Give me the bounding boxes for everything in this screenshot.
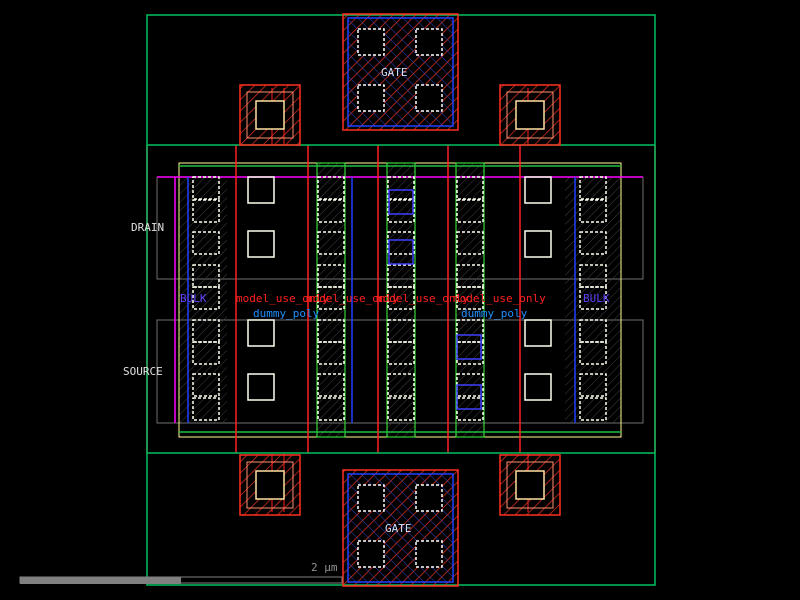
via [456,334,482,360]
contact [255,100,285,130]
contact [317,231,345,255]
contact [524,230,552,258]
model-use-only-label: model_use_only [453,292,546,305]
contact [387,341,415,365]
dummy-poly-label: dummy_poly [461,307,528,320]
poly-finger [316,162,346,438]
poly-finger [455,162,485,438]
contact [192,286,220,310]
gate-bottom-label: GATE [385,522,412,535]
contact [579,397,607,421]
contact [415,28,443,56]
contact [524,176,552,204]
terminal-pad-metal [506,461,554,509]
contact [255,470,285,500]
via [456,384,482,410]
contact [387,176,415,200]
contact [456,176,484,200]
model-use-only-label: model_use_only [306,292,399,305]
contact [192,199,220,223]
contact [387,397,415,421]
contact [524,319,552,347]
contact [357,540,385,568]
contact [579,373,607,397]
contact [456,231,484,255]
contact [415,484,443,512]
terminal-pad-metal [246,91,294,139]
contact [247,373,275,401]
contact [515,470,545,500]
contact [192,341,220,365]
model-use-only-label: model_use_only [236,292,329,305]
contact [192,373,220,397]
dummy-column [179,177,227,423]
contact [357,84,385,112]
contact [317,199,345,223]
contact [247,319,275,347]
contact [387,286,415,310]
contact [579,199,607,223]
contact [387,373,415,397]
contact [579,286,607,310]
contact [317,373,345,397]
contact [192,397,220,421]
contact [515,100,545,130]
contact [192,176,220,200]
contact [317,397,345,421]
contact [579,176,607,200]
contact [192,231,220,255]
poly-finger [386,162,416,438]
contact [247,176,275,204]
contact [357,484,385,512]
gate-top-label: GATE [381,66,408,79]
contact [415,540,443,568]
contact [317,286,345,310]
contact [317,341,345,365]
contact [524,373,552,401]
scrollbar-thumb[interactable] [20,577,181,584]
drain-label: DRAIN [131,221,164,234]
bulk-left-label: BULK [180,292,207,305]
contact [357,28,385,56]
source-label: SOURCE [123,365,163,378]
dummy-poly-label: dummy_poly [253,307,320,320]
contact [247,230,275,258]
contact [415,84,443,112]
contact [456,286,484,310]
terminal-pad-metal [246,461,294,509]
scale-bar-label: 2 µm [311,561,338,574]
terminal-pad-metal [506,91,554,139]
contact [579,341,607,365]
contact [387,231,415,255]
via [388,189,414,215]
contact [387,199,415,223]
contact [317,176,345,200]
contact [456,199,484,223]
model-use-only-label: model_use_only [376,292,469,305]
contact [579,231,607,255]
bulk-right-label: BULK [583,292,610,305]
via [388,239,414,265]
